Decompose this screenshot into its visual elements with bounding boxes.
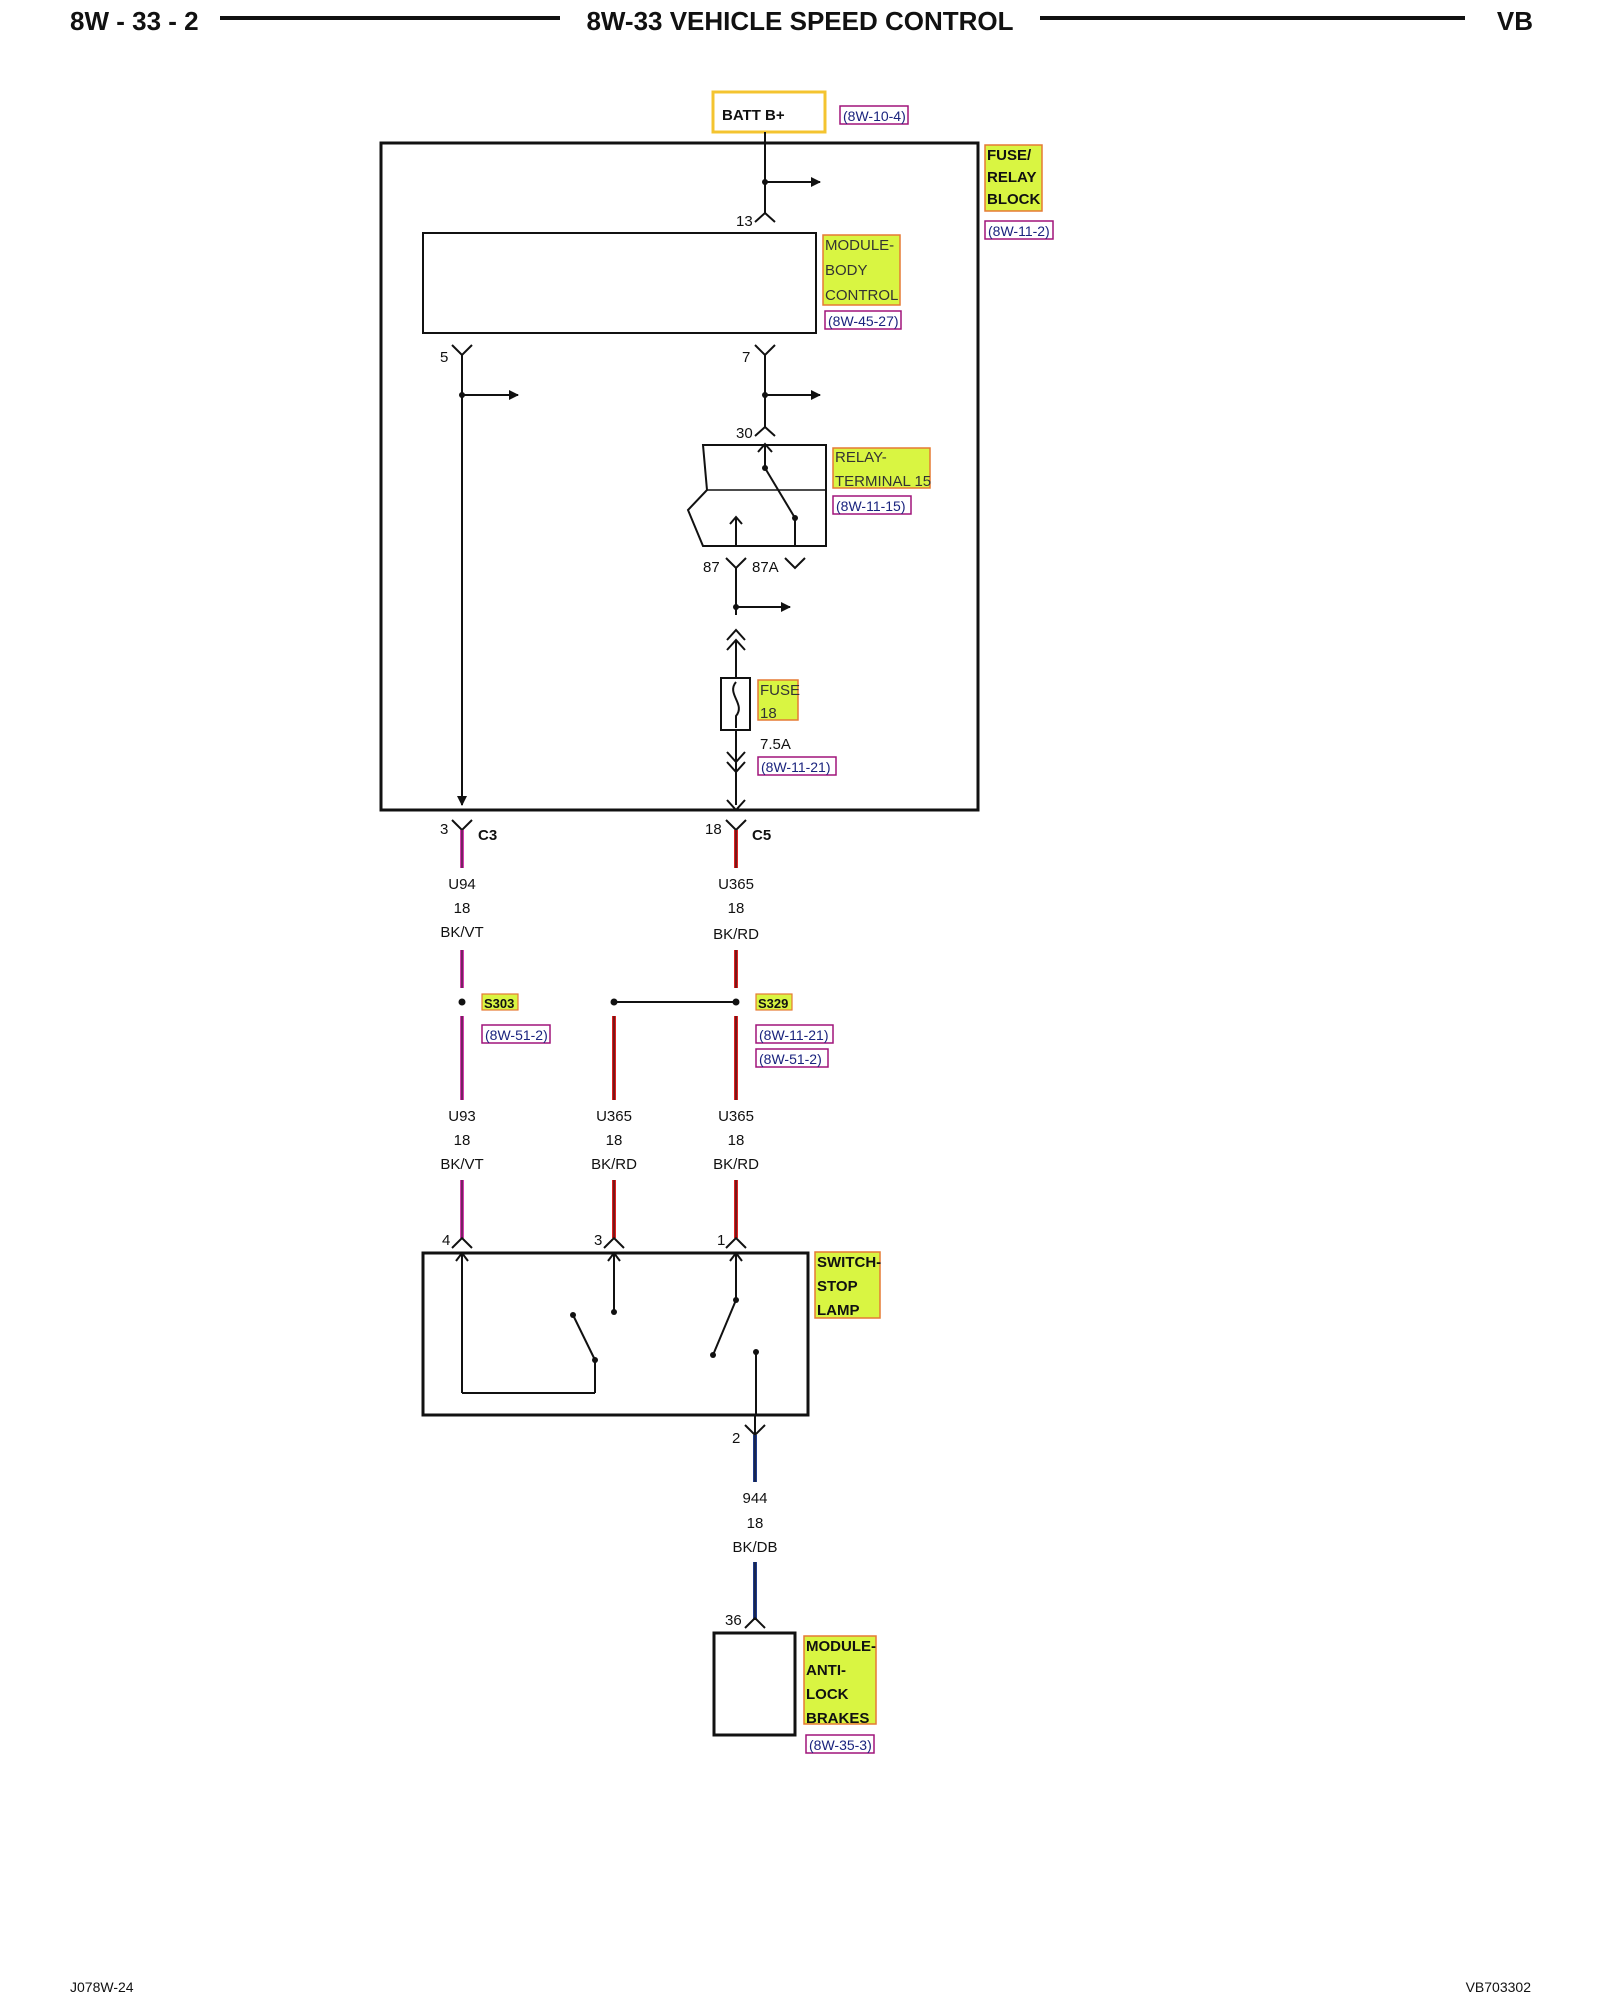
- relay-terminal-15: RELAY- TERMINAL 15 (8W-11-15): [686, 442, 931, 547]
- pin-5: 5: [440, 349, 448, 366]
- batt-ref[interactable]: (8W-10-4): [843, 108, 906, 124]
- footer-left-code: J078W-24: [70, 1979, 134, 1995]
- splice-s329: S329 (8W-11-21) (8W-51-2): [610, 993, 834, 1068]
- wire-u365-mid: U365 18 BK/RD: [591, 1108, 637, 1173]
- wire-u365-mid-id: U365: [596, 1108, 632, 1125]
- wire-944-id: 944: [742, 1490, 767, 1507]
- switch-stop-lamp: SWITCH- STOP LAMP: [421, 1251, 881, 1417]
- pin-87: 87: [703, 559, 720, 576]
- wire-u365-top-color: BK/RD: [713, 926, 759, 943]
- module-body-control: MODULE- BODY CONTROL (8W-45-27): [422, 232, 902, 334]
- footer-right-code: VB703302: [1466, 1979, 1532, 1995]
- pin-7: 7: [742, 349, 750, 366]
- wire-u94-id: U94: [448, 876, 476, 893]
- abs-label-4: BRAKES: [806, 1710, 869, 1727]
- relay-ref[interactable]: (8W-11-15): [836, 498, 906, 514]
- fuse-18: FUSE 18 7.5A (8W-11-21): [720, 677, 837, 776]
- wire-u365-right-color: BK/RD: [713, 1156, 759, 1173]
- fuse-label-1: FUSE: [760, 682, 800, 699]
- switch-label-1: SWITCH-: [817, 1254, 881, 1271]
- wire-u365-right-id: U365: [718, 1108, 754, 1125]
- wire-u365-top-gauge: 18: [728, 900, 745, 917]
- wire-u94-color: BK/VT: [440, 924, 483, 941]
- switch-label-3: LAMP: [817, 1302, 860, 1319]
- model-code: VB: [1497, 6, 1533, 36]
- wire-u93: U93 18 BK/VT: [440, 1108, 483, 1173]
- abs-label-1: MODULE-: [806, 1638, 876, 1655]
- relay-label-1: RELAY-: [835, 449, 887, 466]
- connector-c5: C5: [752, 827, 771, 844]
- wire-u365-mid-gauge: 18: [606, 1132, 623, 1149]
- s329-label: S329: [758, 996, 788, 1011]
- bcm-ref[interactable]: (8W-45-27): [828, 313, 899, 329]
- abs-label-3: LOCK: [806, 1686, 849, 1703]
- wire-u365-top: U365 18 BK/RD: [713, 876, 759, 943]
- s329-ref-2[interactable]: (8W-51-2): [759, 1051, 822, 1067]
- wire-u94-gauge: 18: [454, 900, 471, 917]
- wire-u365-right-gauge: 18: [728, 1132, 745, 1149]
- fuse-ref[interactable]: (8W-11-21): [761, 759, 831, 775]
- fuse-rating: 7.5A: [760, 736, 791, 753]
- wire-u93-id: U93: [448, 1108, 476, 1125]
- s303-ref[interactable]: (8W-51-2): [485, 1027, 548, 1043]
- switch-pin-2: 2: [732, 1430, 740, 1447]
- s303-label: S303: [484, 996, 514, 1011]
- c3-pin: 3: [440, 821, 448, 838]
- switch-pin-1: 1: [717, 1232, 725, 1249]
- switch-label-2: STOP: [817, 1278, 858, 1295]
- wire-u365-mid-color: BK/RD: [591, 1156, 637, 1173]
- frb-ref[interactable]: (8W-11-2): [988, 223, 1050, 239]
- bcm-label-2: BODY: [825, 262, 868, 279]
- abs-label-2: ANTI-: [806, 1662, 846, 1679]
- switch-pin-3: 3: [594, 1232, 602, 1249]
- pin-30: 30: [736, 425, 753, 442]
- bcm-label-1: MODULE-: [825, 237, 894, 254]
- s329-ref-1[interactable]: (8W-11-21): [759, 1027, 829, 1043]
- relay-label-2: TERMINAL 15: [835, 473, 931, 490]
- wire-944-color: BK/DB: [732, 1539, 777, 1556]
- fuse-label-2: 18: [760, 705, 777, 722]
- frb-label-2: RELAY: [987, 169, 1036, 186]
- wire-u365-right: U365 18 BK/RD: [713, 1108, 759, 1173]
- pin-13: 13: [736, 213, 753, 230]
- wire-u93-color: BK/VT: [440, 1156, 483, 1173]
- wire-944: 944 18 BK/DB: [732, 1490, 777, 1556]
- bcm-label-3: CONTROL: [825, 287, 898, 304]
- batt-plus-source: BATT B+ (8W-10-4): [711, 90, 909, 134]
- c5-pin: 18: [705, 821, 722, 838]
- frb-label-3: BLOCK: [987, 191, 1040, 208]
- fuse-relay-block: FUSE/ RELAY BLOCK (8W-11-2): [379, 141, 1054, 812]
- batt-label: BATT B+: [722, 107, 785, 124]
- switch-pin-4: 4: [442, 1232, 450, 1249]
- frb-label-1: FUSE/: [987, 147, 1032, 164]
- page-id: 8W - 33 - 2: [70, 6, 199, 36]
- wire-944-gauge: 18: [747, 1515, 764, 1532]
- wire-u93-gauge: 18: [454, 1132, 471, 1149]
- abs-ref[interactable]: (8W-35-3): [809, 1737, 872, 1753]
- wire-u365-top-id: U365: [718, 876, 754, 893]
- page-title: 8W-33 VEHICLE SPEED CONTROL: [586, 6, 1013, 36]
- splice-s303: S303 (8W-51-2): [458, 993, 551, 1044]
- pin-87a: 87A: [752, 559, 779, 576]
- page-header: 8W - 33 - 2 8W-33 VEHICLE SPEED CONTROL …: [70, 6, 1533, 36]
- module-anti-lock-brakes: MODULE- ANTI- LOCK BRAKES (8W-35-3): [712, 1631, 877, 1754]
- abs-pin-36: 36: [725, 1612, 742, 1629]
- wire-u94: U94 18 BK/VT: [440, 876, 483, 941]
- connector-c3: C3: [478, 827, 497, 844]
